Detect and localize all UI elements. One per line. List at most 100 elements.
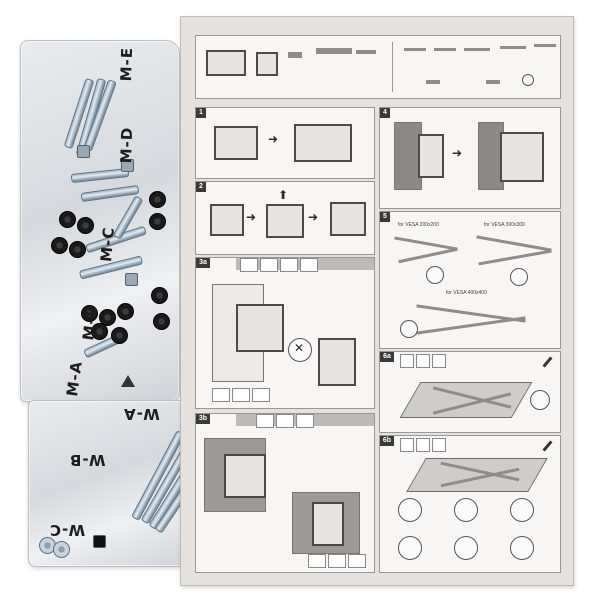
hardware-bag-large: M-E M-D M-C M-B M-A	[20, 40, 180, 402]
step-3b-panel: 3b	[195, 413, 375, 573]
hardware-bag-small: W-A W-B W-C	[28, 400, 210, 567]
step-6a-panel: 6a	[379, 351, 561, 433]
bolt	[80, 185, 140, 202]
check-hardware-icon	[400, 354, 414, 368]
step-1-panel: 1 ➜	[195, 107, 375, 179]
tool-icon	[240, 258, 258, 272]
bag-label: W-A	[123, 405, 160, 423]
washer-illustration	[522, 74, 534, 86]
detail-callout	[426, 266, 444, 284]
washer	[149, 191, 166, 208]
bag-label: M-C	[97, 225, 118, 263]
step-number: 2	[196, 182, 206, 192]
detail-callout	[530, 390, 550, 410]
cross-hardware-icon	[416, 438, 430, 452]
bracket-arm-illustration	[416, 316, 526, 335]
bracket-arm-illustration	[398, 247, 458, 264]
arrow-right-icon: ➜	[452, 146, 463, 160]
step-number: 3a	[196, 258, 210, 268]
detail-callout	[400, 320, 418, 338]
vesa-label: for VESA 400x400	[446, 290, 487, 296]
mount-plate-illustration	[266, 204, 304, 238]
mount-illustration	[236, 304, 284, 352]
washer	[149, 213, 166, 230]
hardware-detail	[510, 498, 534, 522]
arrow-right-icon: ➜	[246, 210, 257, 224]
hardware-illustration	[486, 80, 500, 84]
step-number: 4	[380, 108, 390, 118]
washer	[151, 287, 168, 304]
no-symbol-icon	[288, 338, 312, 362]
cross-icon: ✕	[294, 341, 305, 355]
nut	[121, 159, 134, 172]
nut	[77, 145, 90, 158]
recycle-icon	[121, 375, 135, 387]
step-number: 5	[380, 212, 390, 222]
hardware-illustration	[434, 48, 456, 51]
bracket-arm-illustration	[394, 236, 458, 251]
tool-icon	[276, 414, 294, 428]
bag-label: W-C	[49, 521, 86, 539]
check-hardware-icon	[400, 438, 414, 452]
part-illustration	[316, 48, 352, 54]
washer	[69, 241, 86, 258]
washer	[51, 237, 68, 254]
washer	[81, 305, 98, 322]
hardware-illustration	[426, 80, 440, 84]
pen-icon	[542, 356, 553, 368]
bag-label: M-E	[117, 46, 137, 82]
tool-icon	[296, 414, 314, 428]
washer	[91, 323, 108, 340]
instruction-sheet: 1 ➜ 2 ➜ ⬆ ➜ 3a ✕ 3b	[180, 16, 574, 586]
step-number: 6a	[380, 352, 394, 362]
hardware-illustration	[404, 48, 426, 51]
arrow-right-icon: ➜	[308, 210, 319, 224]
hardware-icon	[212, 388, 230, 402]
mount-plate-illustration	[330, 202, 366, 236]
washer	[153, 313, 170, 330]
vesa-label: for VESA 300x300	[484, 222, 525, 228]
mount-plate-illustration	[256, 52, 278, 76]
step-2-panel: 2 ➜ ⬆ ➜	[195, 181, 375, 255]
hardware-illustration	[500, 46, 526, 49]
step-6b-panel: 6b	[379, 435, 561, 573]
bracket-arm-illustration	[476, 235, 552, 252]
mount-plate-illustration	[210, 204, 244, 236]
hardware-icon	[252, 388, 270, 402]
mount-illustration	[214, 126, 258, 160]
hardware-icon	[328, 554, 346, 568]
hardware-icon	[308, 554, 326, 568]
tv-back-illustration	[406, 458, 548, 492]
hardware-detail	[510, 536, 534, 560]
bag-label: M-D	[117, 126, 137, 164]
washer	[77, 217, 94, 234]
hardware-icon	[348, 554, 366, 568]
cross-hardware-icon	[416, 354, 430, 368]
washer	[117, 303, 134, 320]
nut	[125, 273, 138, 286]
bag-label: W-B	[69, 451, 106, 469]
washer	[111, 327, 128, 344]
arrow-up-icon: ⬆	[278, 188, 289, 202]
tool-icon	[280, 258, 298, 272]
mount-illustration	[294, 124, 352, 162]
step-5-panel: 5 for VESA 200x200 for VESA 300x300 for …	[379, 211, 561, 349]
hardware-detail	[454, 498, 478, 522]
hardware-detail	[398, 498, 422, 522]
mount-illustration	[312, 502, 344, 546]
step-3a-panel: 3a ✕	[195, 257, 375, 409]
step-number: 6b	[380, 436, 394, 446]
parts-list-panel	[195, 35, 561, 99]
hardware-detail	[398, 536, 422, 560]
part-illustration	[288, 52, 302, 58]
vesa-label: for VESA 200x200	[398, 222, 439, 228]
mount-arm-illustration	[206, 50, 246, 76]
tool-icon	[256, 414, 274, 428]
nut	[93, 535, 106, 548]
arrow-right-icon: ➜	[268, 132, 279, 146]
hardware-illustration	[464, 48, 490, 51]
part-illustration	[356, 50, 376, 54]
hardware-illustration	[534, 44, 556, 47]
tool-icon	[300, 258, 318, 272]
mount-illustration	[418, 134, 444, 178]
